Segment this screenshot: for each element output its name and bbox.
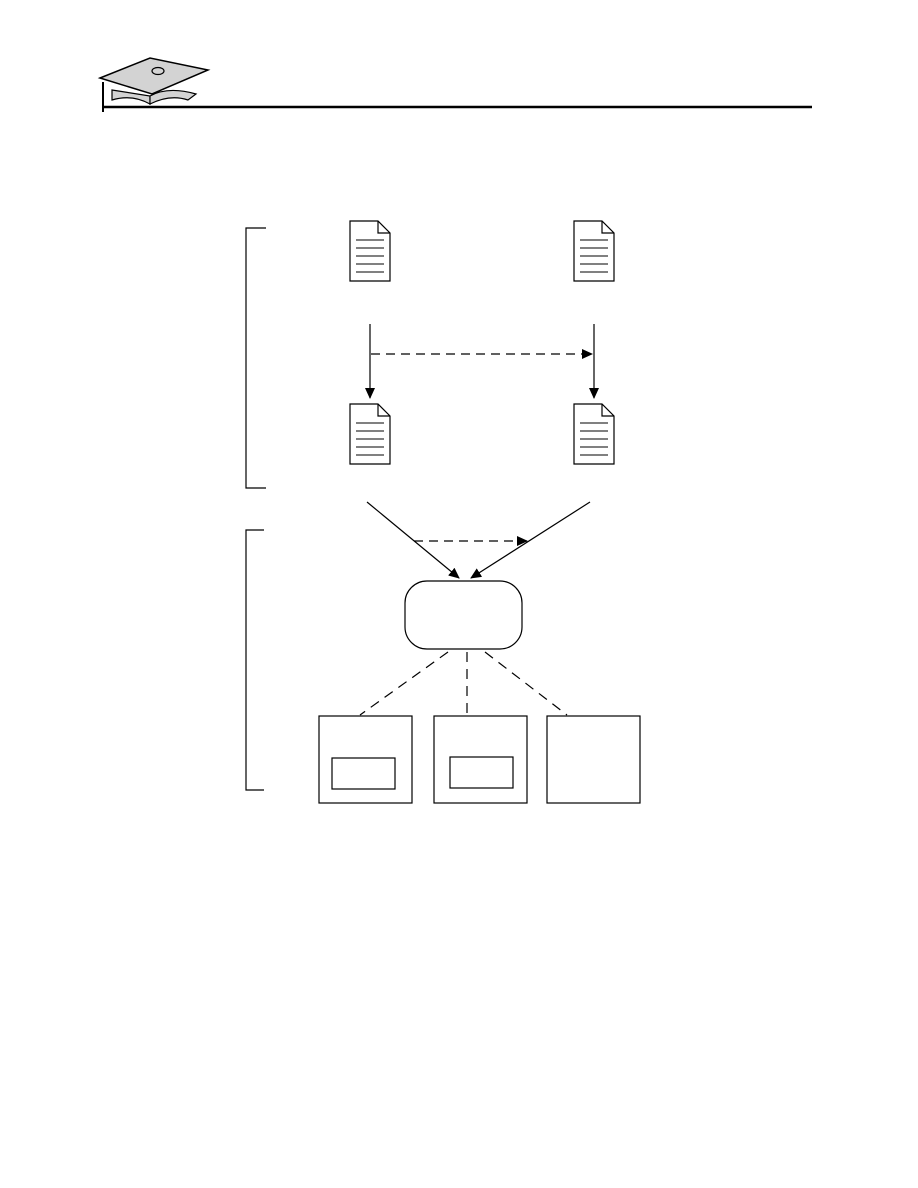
mortarboard-icon — [97, 57, 211, 112]
hub-rounded-rectangle — [404, 580, 523, 650]
document-icon — [573, 220, 615, 282]
dashed-connector-left — [359, 651, 449, 716]
bracket-top — [245, 227, 266, 489]
inner-box-2 — [449, 756, 514, 789]
bracket-bottom — [245, 529, 264, 791]
dashed-connector-right — [484, 651, 568, 716]
inner-box-1 — [331, 757, 396, 790]
document-icon — [349, 220, 391, 282]
arrow-diagonal-right — [470, 501, 591, 579]
outer-box-3 — [546, 715, 641, 804]
document-icon — [573, 403, 615, 465]
arrow-diagonal-left — [366, 501, 460, 579]
document-icon — [349, 403, 391, 465]
